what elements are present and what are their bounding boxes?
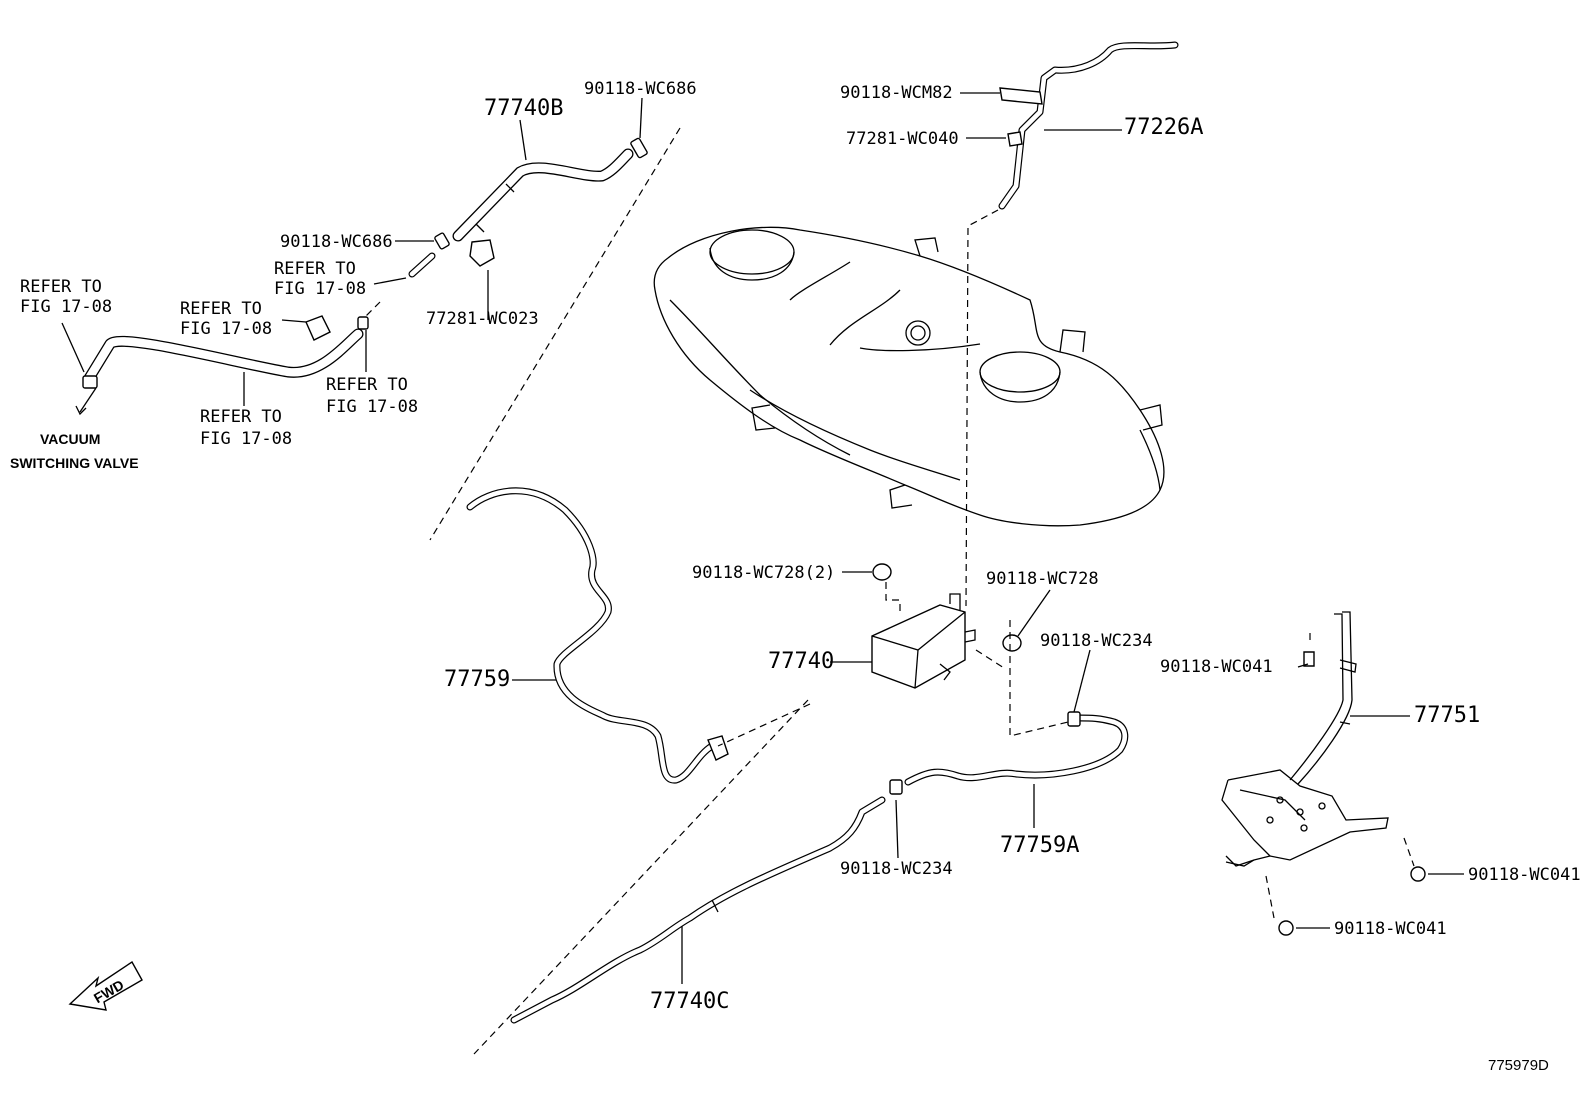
label-refer-a-1: REFER TO (20, 277, 102, 297)
label-77740: 77740 (768, 649, 834, 674)
label-90118-WC234-b: 90118-WC234 (840, 859, 953, 879)
label-90118-WC686-mid: 90118-WC686 (280, 232, 393, 252)
label-90118-WC041-b: 90118-WC041 (1468, 865, 1581, 885)
hose-77759A (904, 714, 1129, 786)
fwd-arrow-icon (68, 960, 143, 1011)
label-90118-WC686-top: 90118-WC686 (584, 79, 697, 99)
clamp-90118-WC728-2 (872, 563, 892, 581)
label-77281-WC040: 77281-WC040 (846, 129, 959, 149)
label-refer-d-2: FIG 17-08 (326, 397, 418, 417)
label-refer-b-1: REFER TO (274, 259, 356, 279)
label-refer-c-2: FIG 17-08 (180, 319, 272, 339)
label-refer-e-1: REFER TO (200, 407, 282, 427)
bolt-90118-WC041-c (1278, 920, 1294, 936)
label-77226A: 77226A (1124, 115, 1203, 140)
label-refer-d-1: REFER TO (326, 375, 408, 395)
hose-77740B (452, 148, 634, 242)
clamp-77281-WC040 (1007, 131, 1023, 147)
label-90118-WC041-c: 90118-WC041 (1334, 919, 1447, 939)
label-77751: 77751 (1414, 703, 1480, 728)
clamp-90118-WCM82 (999, 87, 1043, 105)
tube-77226A (998, 41, 1179, 210)
canister-77740 (871, 593, 976, 689)
label-77759: 77759 (444, 667, 510, 692)
label-refer-a-2: FIG 17-08 (20, 297, 112, 317)
connector-pipe (408, 252, 436, 278)
label-90118-WC234-a: 90118-WC234 (1040, 631, 1153, 651)
clamp-90118-WC686-top (630, 137, 648, 159)
label-vacuum: VACUUM (40, 431, 100, 447)
clamp-77281-WC023 (469, 239, 495, 267)
bolt-90118-WC041-b (1410, 866, 1426, 882)
dashed-links (365, 127, 1415, 1055)
label-refer-b-2: FIG 17-08 (274, 279, 366, 299)
label-77759A: 77759A (1000, 833, 1079, 858)
clamp-90118-WC234-a (1067, 711, 1081, 727)
bolt-90118-WC041-a (1303, 651, 1315, 667)
clip-refer-c (305, 315, 331, 341)
clamp-90118-WC234-b (889, 779, 903, 795)
label-90118-WC728-2: 90118-WC728(2) (692, 563, 835, 583)
bracket-77751 (1221, 611, 1389, 867)
label-refer-c-1: REFER TO (180, 299, 262, 319)
tube-77740C (510, 796, 886, 1024)
label-refer-e-2: FIG 17-08 (200, 429, 292, 449)
fuel-tank (653, 226, 1165, 527)
label-switching-valve: SWITCHING VALVE (10, 455, 139, 471)
clamp-90118-WC728 (1002, 634, 1022, 652)
label-90118-WC041-a: 90118-WC041 (1160, 657, 1273, 677)
label-90118-WCM82: 90118-WCM82 (840, 83, 953, 103)
label-77281-WC023: 77281-WC023 (426, 309, 539, 329)
clamp-refer-a (82, 375, 98, 389)
clamp-90118-WC686-mid (434, 232, 450, 250)
clamp-refer-d (357, 316, 369, 330)
label-77740B: 77740B (484, 96, 563, 121)
figure-number: 775979D (1488, 1057, 1549, 1074)
hose-to-vsv (82, 328, 364, 386)
label-90118-WC728: 90118-WC728 (986, 569, 1099, 589)
leader-lines (61, 92, 1464, 984)
label-77740C: 77740C (650, 989, 729, 1014)
tube-77759 (466, 487, 729, 784)
